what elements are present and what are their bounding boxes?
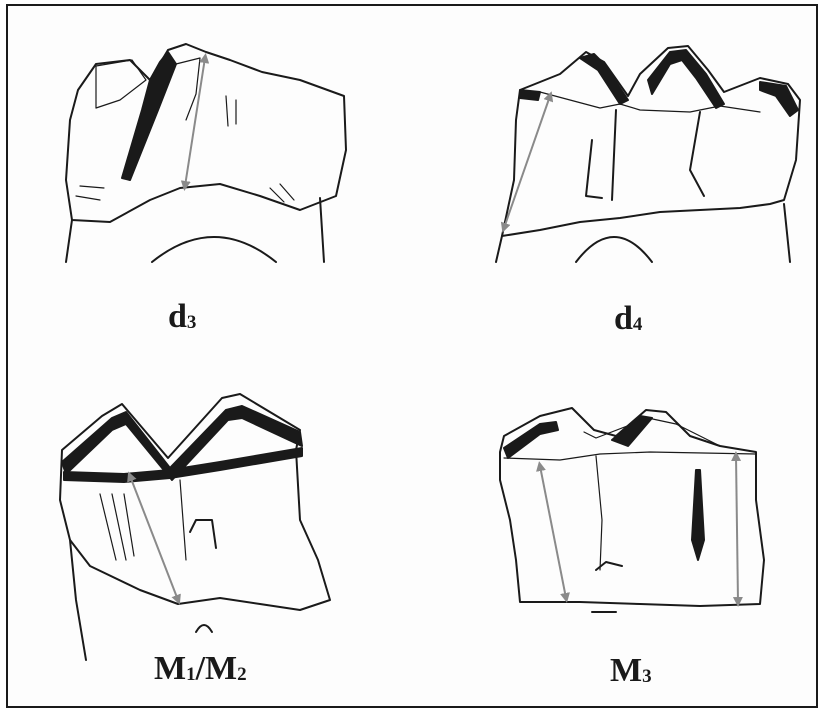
label-d3-sub: 3 [187,312,197,333]
tooth-m3 [500,408,764,612]
label-slash: / [196,650,205,687]
label-m3-main: M [610,652,642,689]
label-d3: d3 [168,300,196,334]
label-d4-main: d [614,300,633,337]
tooth-m1m2 [60,394,330,660]
measure-arrow-d4 [504,96,550,228]
label-m1-sub: 1 [186,664,196,685]
label-m1m2: M1/M2 [154,652,247,686]
measure-arrow-m1m2 [130,476,178,600]
tooth-d3 [66,44,346,262]
label-d3-main: d [168,298,187,335]
tooth-d4 [496,46,800,262]
label-m2: M [205,650,237,687]
measure-arrow-m3-right [736,456,738,602]
measure-arrow-m3-left [540,466,566,598]
label-m1: M [154,650,186,687]
label-d4: d4 [614,302,642,336]
label-m2-sub: 2 [237,664,247,685]
measure-arrow-d3 [185,58,205,186]
label-d4-sub: 4 [633,314,643,335]
label-m3-sub: 3 [642,666,652,687]
label-m3: M3 [610,654,652,688]
